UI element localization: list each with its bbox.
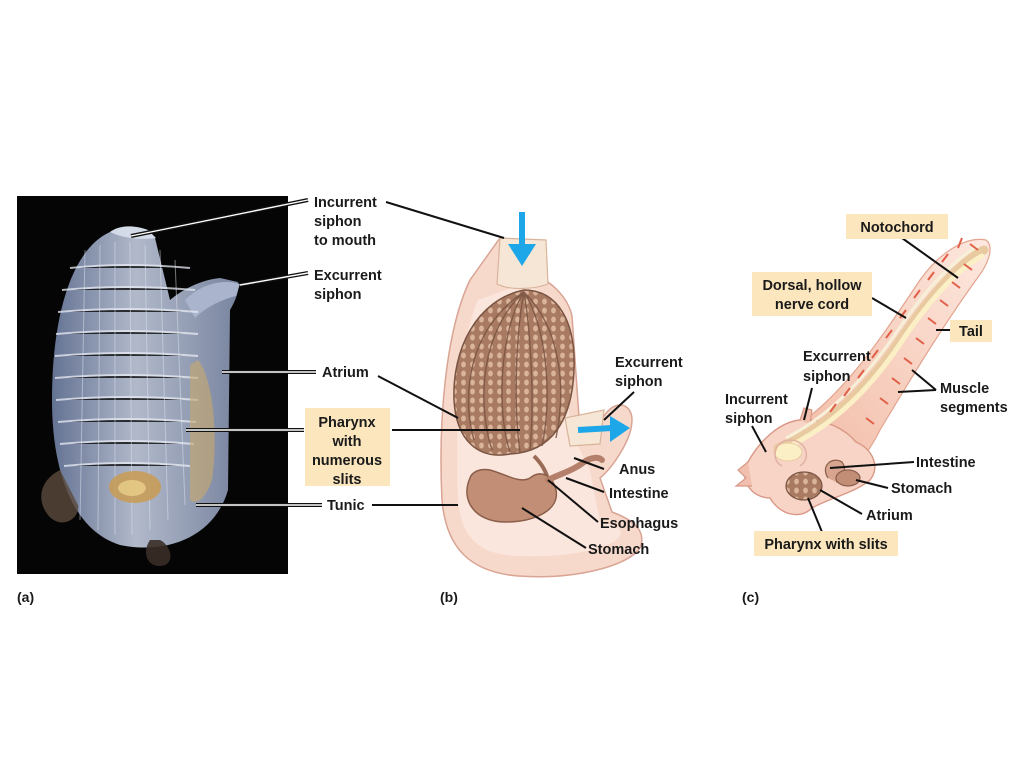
label-esophagus: Esophagus — [600, 516, 678, 532]
label-incurrent-siphon-line1: Incurrent — [314, 195, 377, 211]
label-incurrent-siphon-line3: to mouth — [314, 233, 376, 249]
tunicate-photo — [41, 226, 240, 566]
pharynx-label-highlight — [305, 408, 390, 486]
label-pharynx-line1: Pharynx — [318, 415, 375, 431]
label-muscle-segments-line1: Muscle — [940, 381, 989, 397]
stomach-drawing — [466, 468, 558, 523]
label-tail: Tail — [959, 324, 983, 340]
excurrent-water-arrow — [577, 425, 613, 433]
adult-leader-lines — [372, 201, 635, 549]
label-adult-stomach: Stomach — [588, 542, 649, 558]
label-larva-intestine: Intestine — [916, 455, 976, 471]
label-excurrent-siphon-line2: siphon — [314, 287, 362, 303]
nerve-cord-label-highlight — [752, 272, 872, 316]
label-larva-incurrent-line1: Incurrent — [725, 392, 788, 408]
photo-panel — [17, 196, 288, 574]
label-notochord: Notochord — [860, 220, 933, 236]
label-pharynx-line4: slits — [332, 472, 361, 488]
larva-labels: Notochord Dorsal, hollow nerve cord Tail… — [725, 214, 1008, 556]
larva-drawing — [734, 237, 991, 516]
label-larva-excurrent-line1: Excurrent — [803, 349, 871, 365]
adult-tunicate-drawing — [440, 212, 643, 578]
photo-labels: Incurrent siphon to mouth Excurrent siph… — [305, 195, 390, 514]
label-tunic: Tunic — [327, 498, 365, 514]
label-nerve-cord-line2: nerve cord — [775, 297, 849, 313]
larva-pharynx — [785, 471, 823, 501]
pharynx-slits-label-highlight — [754, 531, 898, 556]
panel-label-a: (a) — [17, 589, 34, 605]
label-anus: Anus — [619, 462, 655, 478]
label-adult-intestine: Intestine — [609, 486, 669, 502]
larva-leader-lines — [751, 237, 959, 533]
label-adult-excurrent-line2: siphon — [615, 374, 663, 390]
panel-label-c: (c) — [742, 589, 759, 605]
tail-label-highlight — [950, 320, 992, 342]
adult-labels: Excurrent siphon Anus Intestine Esophagu… — [588, 355, 683, 558]
panel-label-b: (b) — [440, 589, 458, 605]
label-larva-atrium: Atrium — [866, 508, 913, 524]
label-adult-excurrent-line1: Excurrent — [615, 355, 683, 371]
notochord-label-highlight — [846, 214, 948, 239]
label-pharynx-line2: with — [332, 434, 362, 450]
photo-leader-lines — [130, 198, 322, 507]
label-pharynx-line3: numerous — [312, 453, 382, 469]
label-incurrent-siphon-line2: siphon — [314, 214, 362, 230]
label-larva-stomach: Stomach — [891, 481, 952, 497]
label-nerve-cord-line1: Dorsal, hollow — [762, 278, 862, 294]
muscle-segment-marks — [829, 237, 979, 425]
larva-stomach — [835, 469, 861, 487]
label-excurrent-siphon-line1: Excurrent — [314, 268, 382, 284]
label-larva-excurrent-line2: siphon — [803, 369, 851, 385]
label-larva-incurrent-line2: siphon — [725, 411, 773, 427]
label-atrium: Atrium — [322, 365, 369, 381]
label-pharynx-with-slits: Pharynx with slits — [764, 537, 887, 553]
label-muscle-segments-line2: segments — [940, 400, 1008, 416]
